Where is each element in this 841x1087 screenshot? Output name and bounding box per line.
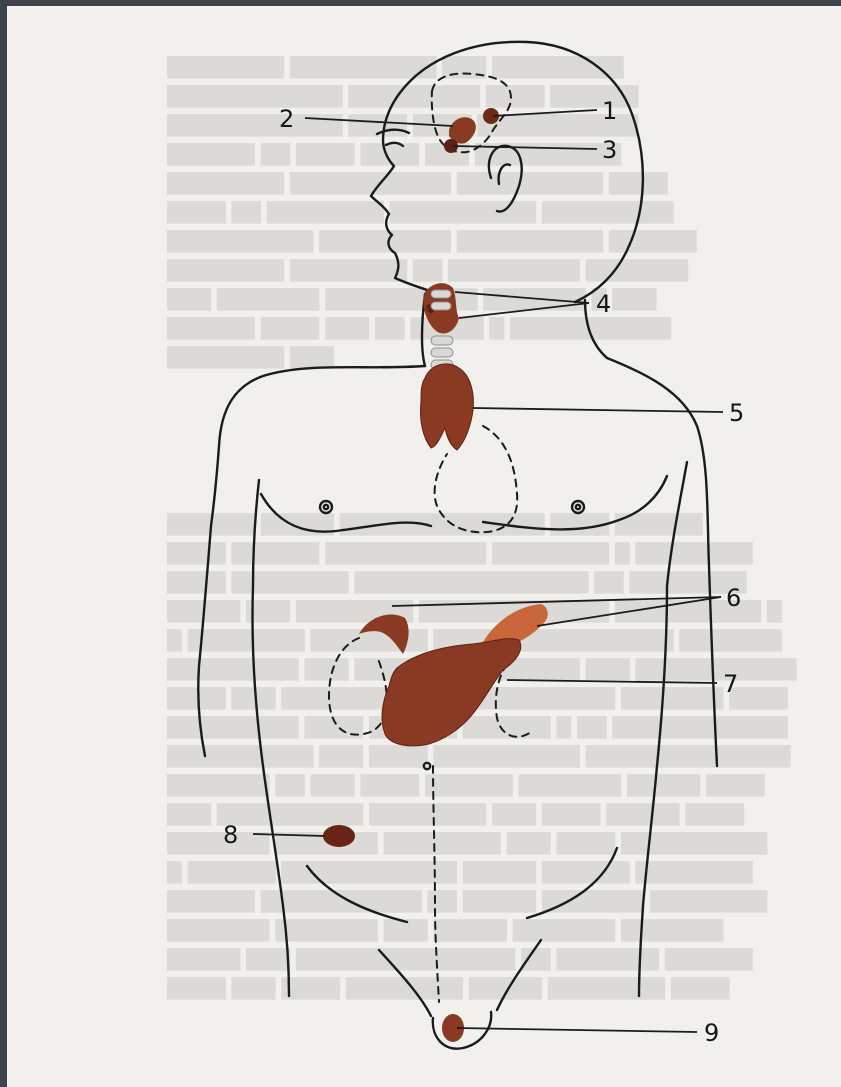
callout-labels: 1 2 3 4 5 6 7 8 9 [223, 97, 744, 1047]
leader-line-9 [457, 1028, 697, 1032]
leader-line-7 [507, 680, 717, 683]
ovary-shape [323, 825, 355, 847]
right-waist [639, 586, 667, 996]
ear-outline [489, 146, 522, 212]
leader-line-1 [493, 110, 597, 116]
right-armpit [667, 462, 687, 586]
callout-4: 4 [596, 290, 611, 318]
left-nipple-inner [324, 505, 328, 509]
mediastinum-contour [435, 426, 518, 532]
groin-right [497, 940, 541, 1010]
leader-line-4a [455, 292, 589, 303]
left-pectoral [261, 494, 431, 532]
leader-line-2 [305, 118, 453, 126]
trachea-ring [431, 302, 451, 310]
callout-7: 7 [723, 670, 738, 698]
trachea-ring [431, 290, 451, 298]
navel [424, 763, 430, 769]
left-waist [252, 586, 289, 996]
right-nipple-inner [576, 505, 580, 509]
callout-9: 9 [704, 1019, 719, 1047]
eye [386, 143, 403, 146]
trachea-ring [431, 348, 453, 357]
scanned-textbook-page: ████████ ██████████ ███ █████████ ██████… [7, 6, 841, 1087]
callout-2: 2 [279, 105, 294, 133]
callout-1: 1 [602, 97, 617, 125]
body-outline [198, 42, 717, 1049]
callout-5: 5 [729, 399, 744, 427]
leader-lines [253, 110, 723, 1032]
internal-dashed-contours [329, 74, 531, 1002]
left-armpit [253, 480, 259, 586]
leader-line-4b [459, 303, 589, 318]
belly-curve-right [527, 848, 617, 918]
right-nipple [572, 501, 584, 513]
trachea-ring [431, 336, 453, 345]
belly-curve-left [307, 866, 407, 922]
midline-contour [433, 766, 439, 1002]
pancreas-shape [382, 639, 521, 746]
callout-3: 3 [602, 136, 617, 164]
adrenal-left-shape [359, 615, 409, 654]
eyebrow [377, 130, 409, 134]
brain-region-contour [432, 74, 511, 153]
groin-left [379, 950, 431, 1016]
left-kidney-contour [329, 638, 387, 735]
leader-line-8 [253, 834, 325, 836]
left-nipple [320, 501, 332, 513]
callout-8: 8 [223, 821, 238, 849]
ear-inner [499, 164, 510, 184]
callout-6: 6 [726, 584, 741, 612]
thymus-shape [420, 364, 473, 450]
endocrine-system-diagram: 1 2 3 4 5 6 7 8 9 [7, 6, 841, 1087]
